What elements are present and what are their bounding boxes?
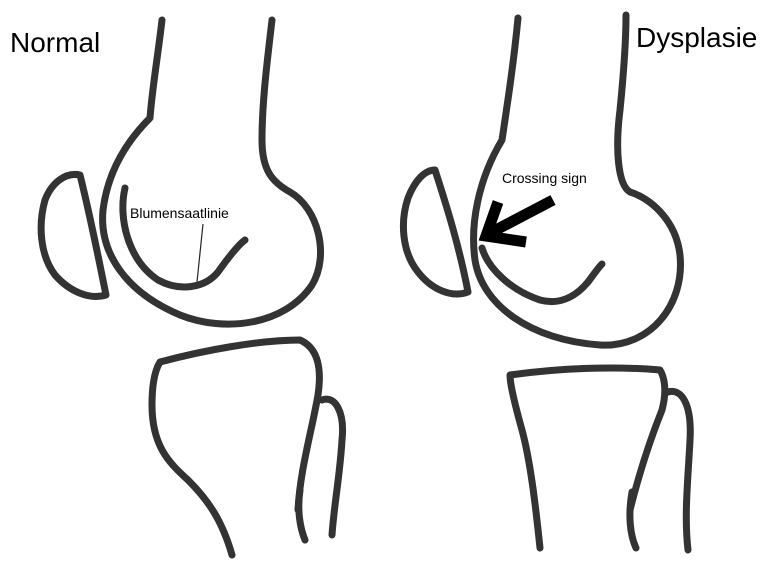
crossing-sign-label: Crossing sign	[502, 170, 587, 186]
normal-notch-line	[123, 188, 245, 287]
dysplasia-patella	[403, 170, 468, 294]
dysplasia-notch-line	[482, 248, 602, 302]
blumensaat-leader-line	[197, 224, 203, 282]
dysplasia-tibia	[510, 368, 665, 548]
dysplasia-knee-panel: Dysplasie Crossing sign	[403, 15, 757, 550]
blumensaat-line-label: Blumensaatlinie	[130, 205, 229, 221]
normal-patella	[41, 174, 106, 296]
dysplasia-title: Dysplasie	[636, 22, 757, 53]
normal-tibia	[152, 340, 319, 555]
crossing-sign-arrow	[486, 200, 553, 242]
normal-title: Normal	[10, 27, 100, 58]
normal-knee-panel: Normal Blumensaatlinie	[10, 20, 343, 555]
